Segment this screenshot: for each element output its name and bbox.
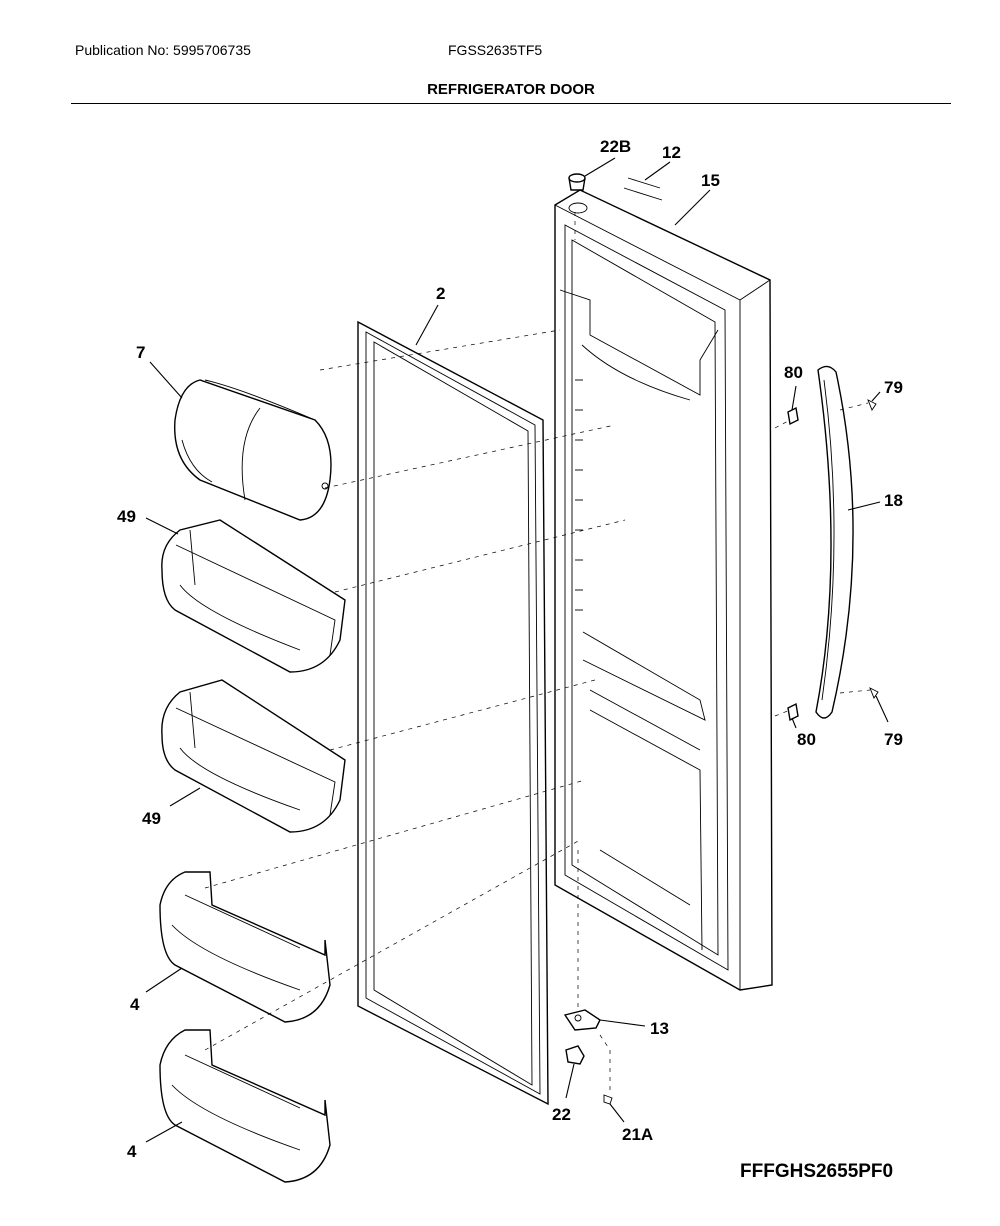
door-shelf-lower	[159, 1029, 331, 1183]
callout-80-bottom: 80	[797, 730, 816, 749]
top-hinge-parts	[568, 173, 663, 214]
leader-lines	[145, 157, 889, 1143]
diagram-code: FFFGHS2655PF0	[740, 1161, 894, 1182]
callout-15: 15	[701, 171, 720, 190]
callout-79-bottom: 79	[884, 730, 903, 749]
callout-4-lower: 4	[127, 1142, 137, 1161]
callout-49-lower: 49	[142, 809, 161, 828]
handle-fasteners	[787, 399, 879, 722]
callout-2: 2	[436, 284, 445, 303]
callout-18: 18	[884, 491, 903, 510]
page-title: REFRIGERATOR DOOR	[427, 81, 595, 98]
model-number: FGSS2635TF5	[448, 42, 543, 58]
door-shelf-upper	[159, 871, 331, 1023]
publication-number: Publication No: 5995706735	[75, 42, 251, 58]
door-assembly-part	[554, 189, 773, 991]
door-bin-upper	[161, 519, 346, 673]
bottom-hinge-parts	[563, 1009, 613, 1105]
callout-21a: 21A	[622, 1125, 653, 1144]
callout-4-upper: 4	[130, 995, 140, 1014]
callout-22b: 22B	[600, 137, 631, 156]
callout-49-upper: 49	[117, 507, 136, 526]
callout-13: 13	[650, 1019, 669, 1038]
callout-22: 22	[552, 1105, 571, 1124]
callout-80-top: 80	[784, 363, 803, 382]
door-bin-lower	[161, 679, 346, 833]
callout-7: 7	[136, 343, 145, 362]
callout-12: 12	[662, 143, 681, 162]
door-handle-part	[815, 365, 854, 719]
callout-79-top: 79	[884, 378, 903, 397]
header-divider	[71, 103, 951, 104]
door-gasket-part	[357, 320, 549, 1106]
dairy-door-part	[174, 379, 332, 521]
